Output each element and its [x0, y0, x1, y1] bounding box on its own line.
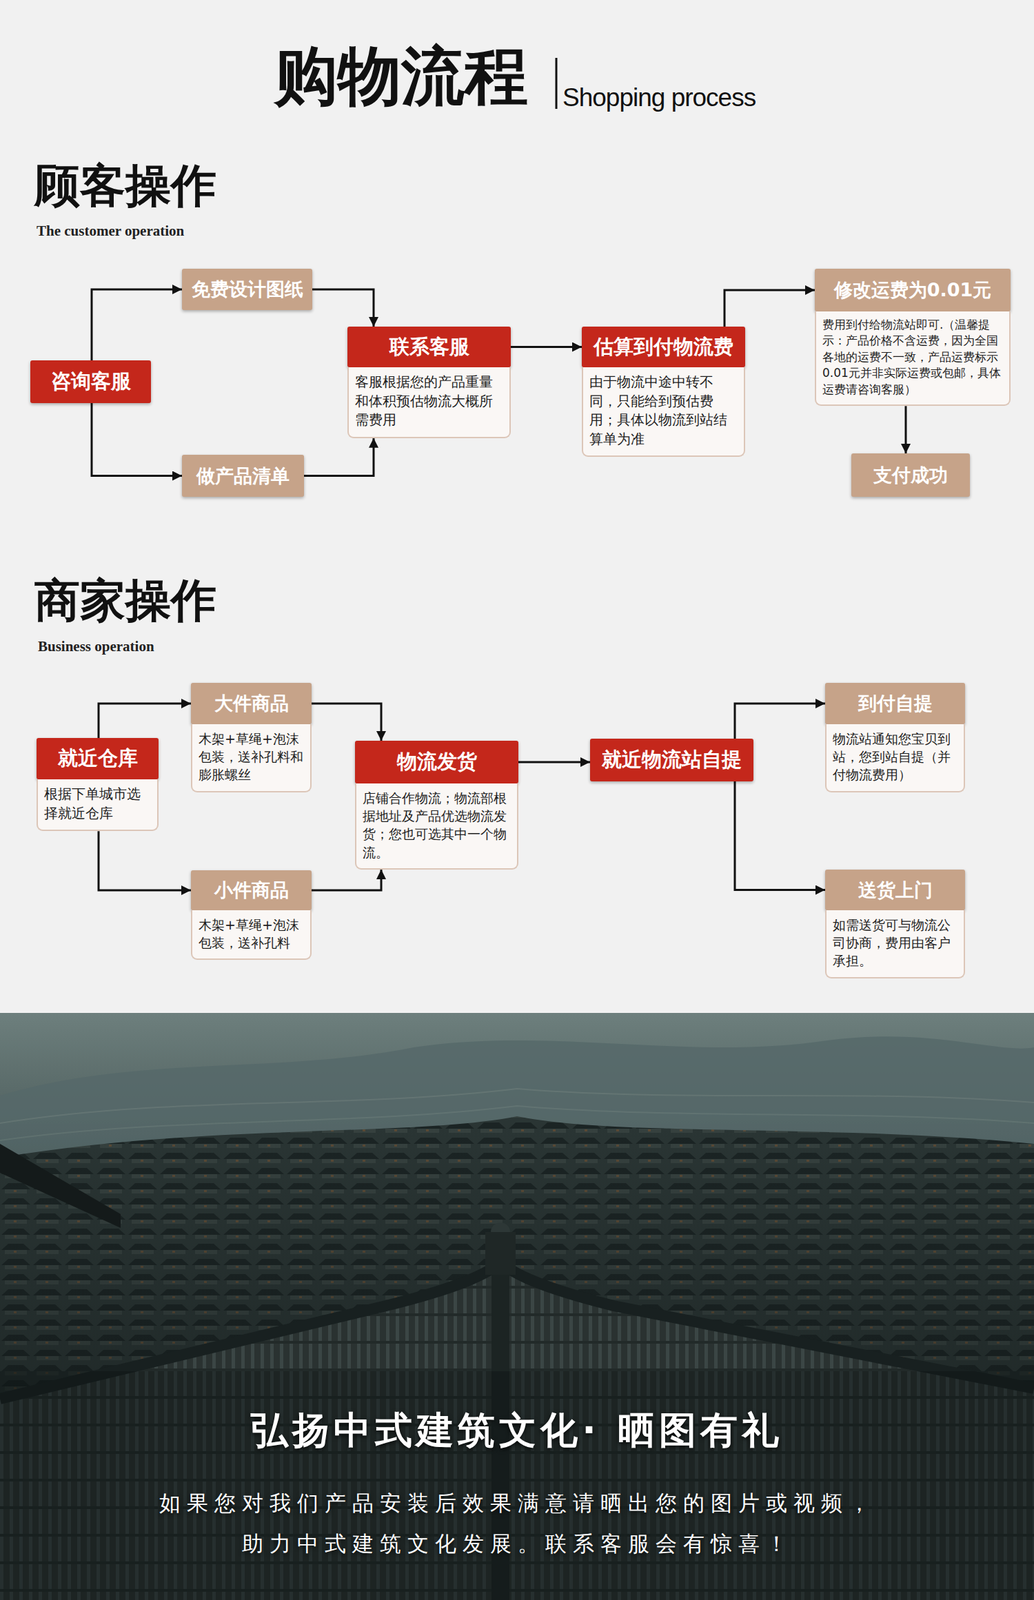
- box-body: 木架+草绳+泡沫包装，送补孔料: [190, 910, 312, 961]
- eave: [0, 1144, 121, 1229]
- box-heading: 估算到付物流费: [581, 326, 746, 368]
- title-separator: [555, 57, 558, 109]
- process-card: 估算到付物流费由于物流中途中转不同，只能给到预估费用；具体以物流到站结算单为准: [581, 326, 746, 458]
- box-body: 店铺合作物流；物流部根据地址及产品优选物流发货；您也可选其中一个物流。: [355, 783, 519, 870]
- flow-arrow: [311, 869, 382, 891]
- flow-arrow: [91, 403, 182, 477]
- box-heading: 联系客服: [347, 326, 511, 368]
- box-body: 根据下单城市选择就近仓库: [36, 779, 159, 832]
- flow-arrow: [311, 703, 382, 742]
- ridge-ornament: [490, 1223, 511, 1234]
- bottom-shade: [0, 1371, 1034, 1600]
- flow-arrow: [510, 346, 582, 349]
- subtitle: Shopping process: [562, 82, 853, 114]
- process-box: 咨询客服: [30, 360, 151, 404]
- flow-arrow: [734, 703, 826, 739]
- box-heading: 免费设计图纸: [181, 268, 313, 311]
- process-card: 到付自提物流站通知您宝贝到站，您到站自提（并付物流费用）: [825, 683, 966, 793]
- box-body: 费用到付给物流站即可.（温馨提示：产品价格不含运费，因为全国各地的运费不一致，产…: [814, 311, 1011, 407]
- box-heading: 到付自提: [825, 683, 966, 725]
- flow-arrow: [303, 438, 374, 477]
- process-card: 就近仓库根据下单城市选择就近仓库: [36, 738, 159, 832]
- banner-heading: 弘扬中式建筑文化· 晒图有礼: [0, 1408, 1034, 1454]
- box-heading: 小件商品: [190, 870, 312, 911]
- flow-arrow: [724, 290, 815, 327]
- section-heading: 商家操作: [34, 573, 311, 628]
- process-card: 联系客服客服根据您的产品重量和体积预估物流大概所需费用: [347, 326, 511, 439]
- box-body: 由于物流中途中转不同，只能给到预估费用；具体以物流到站结算单为准: [581, 367, 746, 458]
- section-subheading: Business operation: [37, 638, 328, 656]
- box-heading: 就近仓库: [36, 738, 159, 780]
- box-heading: 就近物流站自提: [590, 738, 754, 782]
- flow-arrow: [98, 831, 191, 891]
- sky: [0, 1013, 1034, 1600]
- flow-arrow: [91, 289, 182, 361]
- box-body: 客服根据您的产品重量和体积预估物流大概所需费用: [347, 367, 511, 439]
- banner-text: 如果您对我们产品安装后效果满意请晒出您的图片或视频， 助力中式建筑文化发展。联系…: [157, 1483, 878, 1565]
- process-box: 免费设计图纸: [181, 268, 313, 311]
- flow-arrow: [98, 703, 191, 739]
- box-heading: 修改运费为0.01元: [814, 268, 1011, 312]
- flow-arrow: [312, 289, 374, 327]
- section-subheading: The customer operation: [36, 222, 327, 240]
- box-body: 木架+草绳+泡沫包装，送补孔料和膨胀螺丝: [190, 724, 312, 793]
- process-box: 就近物流站自提: [590, 738, 754, 782]
- box-heading: 大件商品: [190, 683, 312, 725]
- process-box: 支付成功: [851, 453, 970, 498]
- flow-arrow: [518, 761, 591, 764]
- process-card: 大件商品木架+草绳+泡沫包装，送补孔料和膨胀螺丝: [190, 683, 312, 793]
- process-card: 送货上门如需送货可与物流公司协商，费用由客户承担。: [825, 869, 966, 979]
- process-box: 做产品清单: [181, 454, 304, 498]
- box-heading: 做产品清单: [181, 454, 304, 498]
- ridge-ornament: [485, 1232, 516, 1276]
- section-heading: 顾客操作: [34, 158, 311, 214]
- process-card: 修改运费为0.01元费用到付给物流站即可.（温馨提示：产品价格不含运费，因为全国…: [814, 268, 1011, 407]
- flow-arrow: [905, 406, 908, 454]
- box-heading: 支付成功: [851, 453, 970, 498]
- box-heading: 送货上门: [825, 869, 966, 911]
- process-card: 物流发货店铺合作物流；物流部根据地址及产品优选物流发货；您也可选其中一个物流。: [355, 741, 519, 870]
- box-body: 如需送货可与物流公司协商，费用由客户承担。: [825, 910, 966, 979]
- box-body: 物流站通知您宝贝到站，您到站自提（并付物流费用）: [825, 724, 966, 793]
- box-heading: 物流发货: [355, 741, 519, 784]
- page-title: 购物流程: [274, 39, 529, 114]
- process-card: 小件商品木架+草绳+泡沫包装，送补孔料: [190, 870, 312, 961]
- roof: [0, 1262, 1034, 1600]
- box-heading: 咨询客服: [30, 360, 151, 404]
- flow-arrow: [734, 781, 826, 891]
